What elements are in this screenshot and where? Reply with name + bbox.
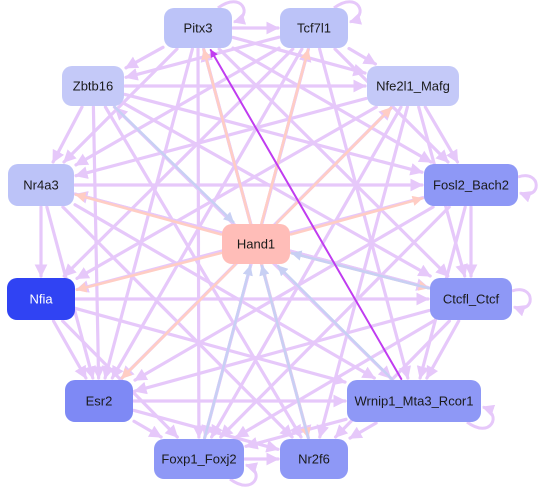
node-label: Nr4a3 xyxy=(23,177,58,192)
node-label: Foxp1_Foxj2 xyxy=(161,451,236,466)
node-nr2f6[interactable]: Nr2f6 xyxy=(280,439,348,479)
node-pitx3[interactable]: Pitx3 xyxy=(164,8,232,48)
edge-pitx3-to-foxp1 xyxy=(192,47,206,439)
node-label: Zbtb16 xyxy=(73,78,113,93)
node-box xyxy=(8,164,74,206)
edge-hand1-to-pitx3 xyxy=(201,48,252,225)
node-label: Nfia xyxy=(29,291,53,306)
edge-zbtb16-to-esr2 xyxy=(91,105,105,380)
node-hand1[interactable]: Hand1 xyxy=(222,224,290,264)
edge-foxp1-to-hand1 xyxy=(203,264,253,440)
edge-wrnip1-to-nr2f6 xyxy=(348,421,378,440)
self-loop-wrnip1 xyxy=(466,404,496,430)
node-esr2[interactable]: Esr2 xyxy=(65,380,133,422)
self-loops-layer xyxy=(217,0,538,487)
node-label: Nr2f6 xyxy=(298,451,330,466)
edge-nfe2l1-to-nr4a3 xyxy=(74,96,368,179)
edge-ctcfl-to-esr2 xyxy=(133,308,431,395)
edge-zbtb16-to-ctcfl xyxy=(123,102,432,278)
node-box xyxy=(280,8,348,48)
node-fosl2[interactable]: Fosl2_Bach2 xyxy=(424,164,518,206)
edge-nr4a3-to-wrnip1 xyxy=(73,203,376,380)
node-tcf7l1[interactable]: Tcf7l1 xyxy=(280,8,348,48)
node-box xyxy=(154,439,244,479)
node-label: Pitx3 xyxy=(184,20,213,35)
node-foxp1[interactable]: Foxp1_Foxj2 xyxy=(154,439,244,479)
edge-hand1-to-tcf7l1 xyxy=(260,48,311,225)
node-label: Fosl2_Bach2 xyxy=(433,177,509,192)
edge-zbtb16-to-nr4a3 xyxy=(51,105,84,164)
edge-wrnip1-to-pitx3 xyxy=(209,49,403,380)
edge-nfia-to-esr2 xyxy=(51,319,88,380)
edge-hand1-to-nfia xyxy=(75,251,223,293)
edge-nfe2l1-to-fosl2 xyxy=(423,105,460,164)
edge-ctcfl-to-hand1 xyxy=(290,250,431,290)
node-box xyxy=(164,8,232,48)
node-ctcfl[interactable]: Ctcfl_Ctcf xyxy=(430,278,512,320)
node-label: Ctcfl_Ctcf xyxy=(443,291,500,306)
node-label: Nfe2l1_Mafg xyxy=(376,78,450,93)
edge-pitx3-to-zbtb16 xyxy=(124,45,165,70)
edge-hand1-to-esr2 xyxy=(120,263,237,380)
edge-hand1-to-fosl2 xyxy=(289,195,424,236)
node-box xyxy=(280,439,348,479)
edge-wrnip1-to-foxp1 xyxy=(244,417,348,450)
edge-ctcfl-to-foxp1 xyxy=(234,319,436,439)
node-zbtb16[interactable]: Zbtb16 xyxy=(62,66,124,106)
node-box xyxy=(222,224,290,264)
node-box xyxy=(367,66,459,106)
node-wrnip1[interactable]: Wrnip1_Mta3_Rcor1 xyxy=(347,380,481,422)
self-loop-ctcfl xyxy=(511,288,532,317)
self-loop-fosl2 xyxy=(517,174,538,203)
node-label: Esr2 xyxy=(86,393,113,408)
node-box xyxy=(62,66,124,106)
node-box xyxy=(347,380,481,422)
node-nr4a3[interactable]: Nr4a3 xyxy=(8,164,74,206)
node-nfe2l1[interactable]: Nfe2l1_Mafg xyxy=(367,66,459,106)
self-loop-foxp1 xyxy=(229,462,259,487)
edge-nfia-to-wrnip1 xyxy=(74,307,347,386)
edge-ctcfl-to-wrnip1 xyxy=(425,319,461,380)
self-loop-pitx3 xyxy=(217,0,247,25)
edge-nr2f6-to-hand1 xyxy=(259,264,310,440)
edge-zbtb16-to-nr2f6 xyxy=(103,105,303,439)
edge-tcf7l1-to-esr2 xyxy=(110,47,304,380)
node-label: Hand1 xyxy=(237,236,275,251)
self-loop-tcf7l1 xyxy=(333,0,363,25)
node-label: Tcf7l1 xyxy=(297,20,331,35)
edge-hand1-to-nfe2l1 xyxy=(275,106,393,225)
edge-tcf7l1-to-nfe2l1 xyxy=(347,46,377,66)
node-nfia[interactable]: Nfia xyxy=(7,278,75,320)
edge-wrnip1-to-hand1 xyxy=(276,264,394,381)
node-box xyxy=(424,164,518,206)
node-box xyxy=(65,380,133,422)
edge-fosl2-to-esr2 xyxy=(133,205,435,382)
edge-nfe2l1-to-nfia xyxy=(75,105,378,280)
edge-esr2-to-foxp1 xyxy=(132,419,163,439)
node-box xyxy=(430,278,512,320)
edge-nfe2l1-to-foxp1 xyxy=(210,105,403,439)
node-box xyxy=(7,278,75,320)
edge-zbtb16-to-hand1 xyxy=(113,105,235,224)
edge-hand1-to-nr4a3 xyxy=(74,192,223,236)
node-label: Wrnip1_Mta3_Rcor1 xyxy=(355,393,474,408)
